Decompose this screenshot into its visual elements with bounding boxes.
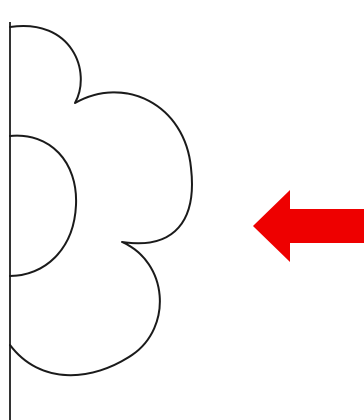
half-flower-outline <box>10 26 192 375</box>
left-arrow-icon <box>253 190 364 262</box>
inner-petal-outline <box>10 136 76 276</box>
